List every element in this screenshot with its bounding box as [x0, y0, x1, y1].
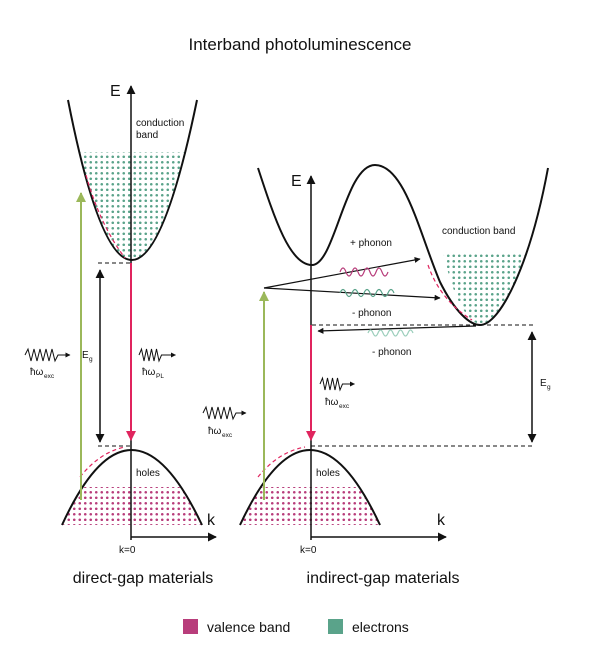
indirect-excitation-label: ħω — [208, 426, 222, 437]
direct-holes-label: holes — [136, 468, 160, 479]
direct-excitation-label: ħω — [30, 367, 44, 378]
indirect-gap-sub: g — [547, 384, 551, 391]
indirect-gap-label: E — [540, 378, 547, 389]
plus-phonon-label: + phonon — [350, 238, 392, 249]
direct-hole-relaxation-dashed — [79, 446, 126, 478]
direct-gap-sub: g — [89, 356, 93, 363]
minus-phonon-wave-2 — [367, 329, 414, 337]
indirect-conduction-band-curve — [257, 163, 549, 327]
legend-label-valence: valence band — [207, 619, 290, 635]
indirect-caption: indirect-gap materials — [307, 570, 460, 587]
direct-caption: direct-gap materials — [73, 570, 214, 587]
direct-axis-e-label: E — [110, 83, 121, 100]
direct-relaxation-dashed — [85, 174, 126, 259]
direct-emission-photon — [138, 347, 176, 363]
indirect-valence-band-curve — [239, 449, 381, 526]
indirect-conduction-label: conduction band — [442, 226, 515, 237]
direct-emission-sub: PL — [156, 373, 164, 380]
minus-phonon-label-2: - phonon — [372, 347, 411, 358]
indirect-emission-photon — [319, 376, 355, 392]
indirect-excitation-sub: exc — [222, 432, 233, 439]
direct-excitation-photon — [24, 347, 71, 363]
plus-phonon-wave — [339, 267, 389, 277]
direct-gap-panel: E k conduction band holes k=0 E g ħω exc… — [24, 83, 217, 587]
plus-phonon-scatter-arrow — [263, 257, 421, 289]
indirect-axis-k-label: k — [437, 512, 446, 529]
indirect-relaxation-dashed — [427, 264, 473, 321]
legend-swatch-electrons — [328, 619, 343, 634]
indirect-emission-sub: exc — [339, 403, 350, 410]
direct-emission-label: ħω — [142, 367, 156, 378]
legend-swatch-valence — [183, 619, 198, 634]
phonon-assisted-transition-arrow — [317, 325, 477, 334]
direct-axis-k-label: k — [207, 512, 216, 529]
legend: valence band electrons — [183, 619, 409, 635]
minus-phonon-label-1: - phonon — [352, 308, 391, 319]
diagram-title: Interband photoluminescence — [188, 35, 411, 54]
indirect-axis-e-label: E — [291, 173, 302, 190]
direct-excitation-sub: exc — [44, 373, 55, 380]
direct-conduction-label-2: band — [136, 130, 158, 141]
indirect-emission-label: ħω — [325, 397, 339, 408]
direct-conduction-label-1: conduction — [136, 118, 184, 129]
indirect-electron-dots — [430, 252, 548, 325]
legend-label-electrons: electrons — [352, 619, 409, 635]
direct-valence-dots — [62, 487, 202, 525]
indirect-k0-label: k=0 — [300, 545, 317, 556]
indirect-hole-relaxation-dashed — [257, 446, 306, 478]
direct-k0-label: k=0 — [119, 545, 136, 556]
indirect-excitation-photon — [202, 405, 247, 421]
minus-phonon-wave — [339, 288, 395, 298]
indirect-holes-label: holes — [316, 468, 340, 479]
indirect-gap-panel: E k conduction band holes k=0 + phonon -… — [202, 163, 551, 587]
direct-gap-label: E — [82, 350, 89, 361]
